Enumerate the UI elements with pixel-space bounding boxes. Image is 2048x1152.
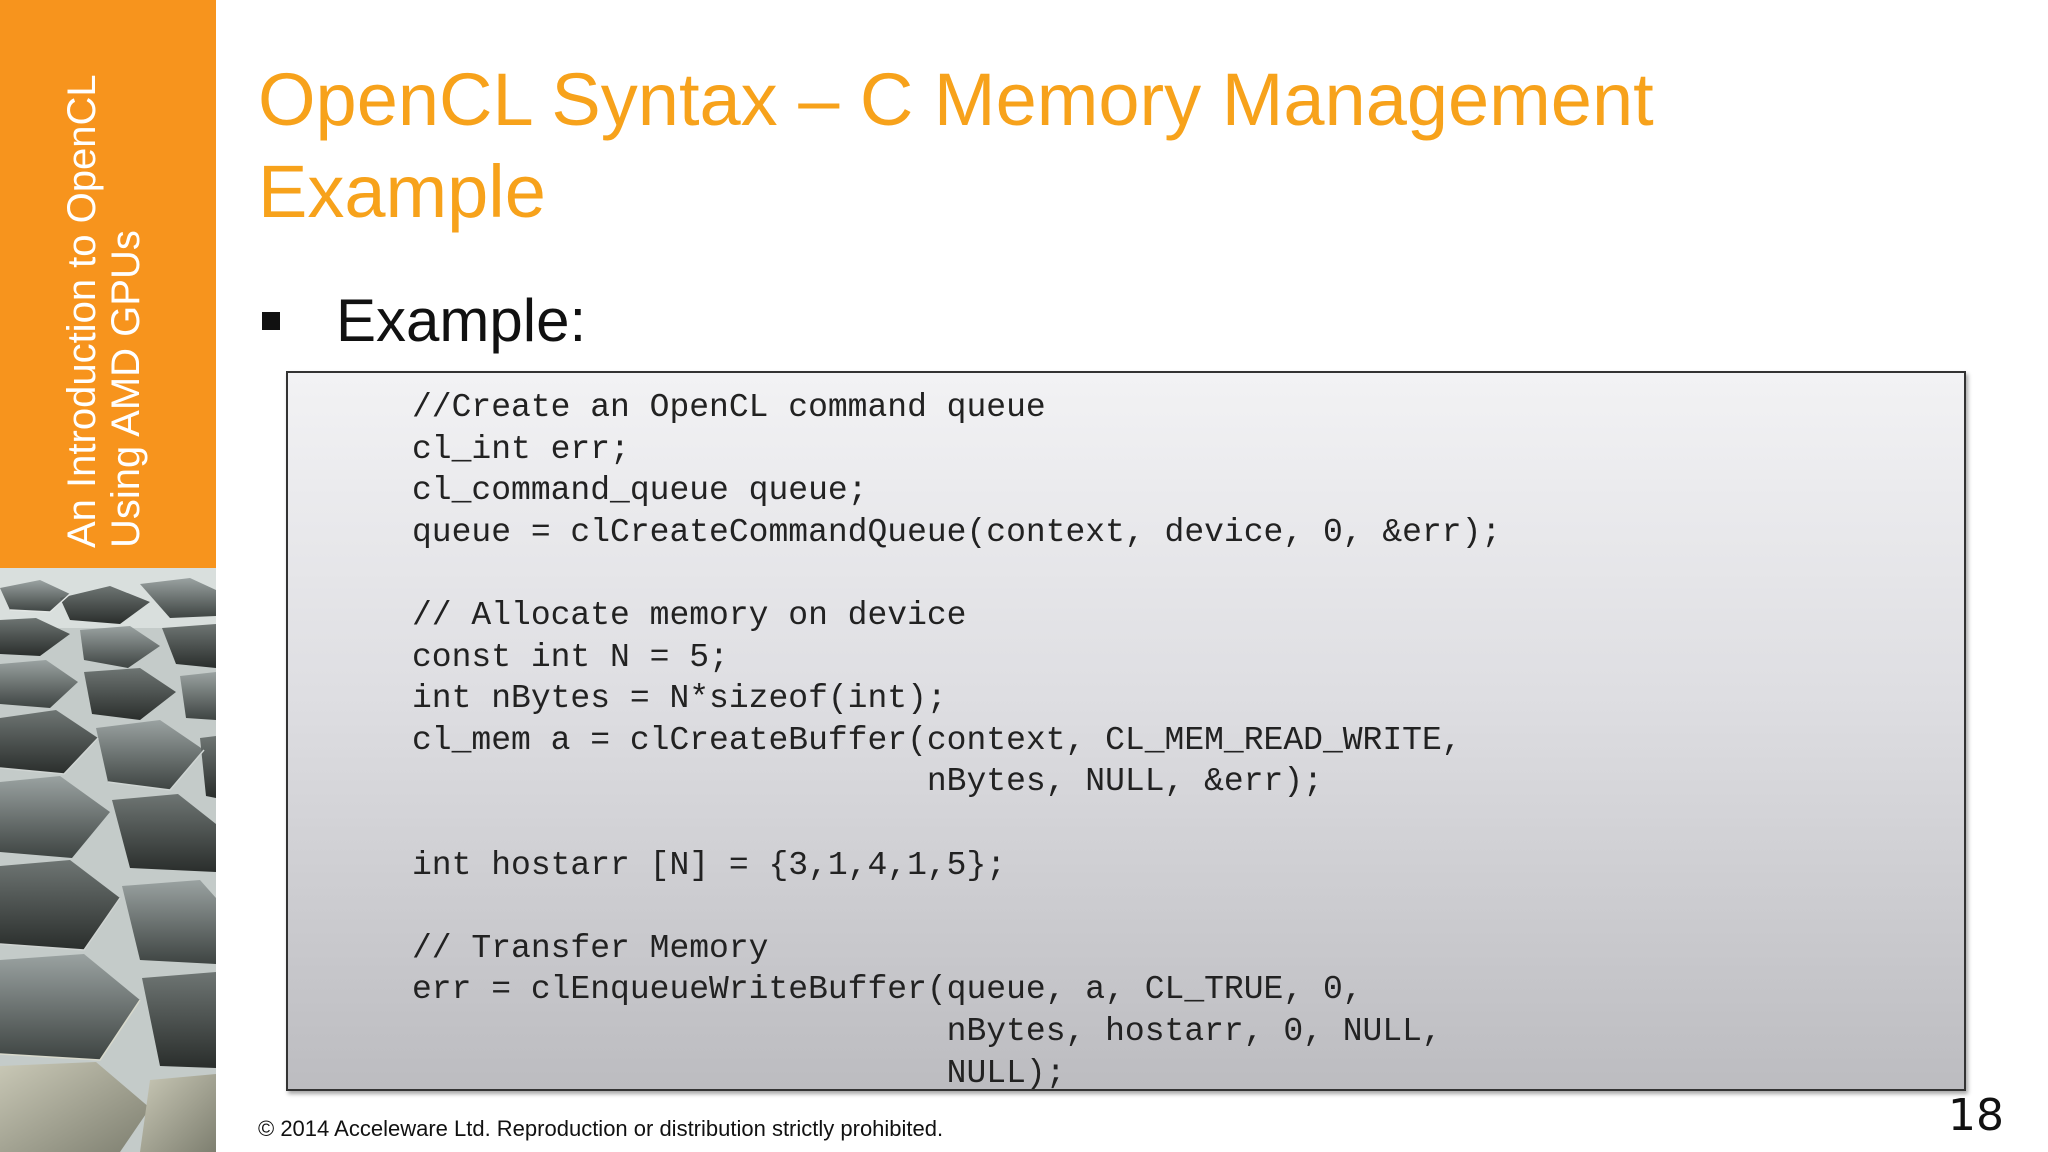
code-block: //Create an OpenCL command queue cl_int …: [286, 371, 1966, 1092]
square-bullet-icon: [262, 312, 280, 330]
slide-title-line1: OpenCL Syntax – C Memory Management: [258, 58, 1654, 141]
slide-title-line2: Example: [258, 150, 546, 233]
page-number: 18: [1948, 1090, 2004, 1141]
sidebar-banner: An Introduction to OpenCL Using AMD GPUs: [0, 0, 216, 568]
sidebar-title-line2: Using AMD GPUs: [104, 230, 148, 548]
basalt-rock-image: [0, 568, 216, 1152]
slide-title: OpenCL Syntax – C Memory Management Exam…: [258, 54, 1958, 238]
copyright-footer: © 2014 Acceleware Ltd. Reproduction or d…: [258, 1116, 944, 1141]
bullet-text: Example:: [336, 287, 587, 354]
sidebar-title: An Introduction to OpenCL Using AMD GPUs: [60, 28, 148, 548]
bullet-item: Example:: [262, 288, 586, 354]
code-text: //Create an OpenCL command queue cl_int …: [412, 389, 1502, 1092]
sidebar-title-line1: An Introduction to OpenCL: [60, 74, 104, 548]
